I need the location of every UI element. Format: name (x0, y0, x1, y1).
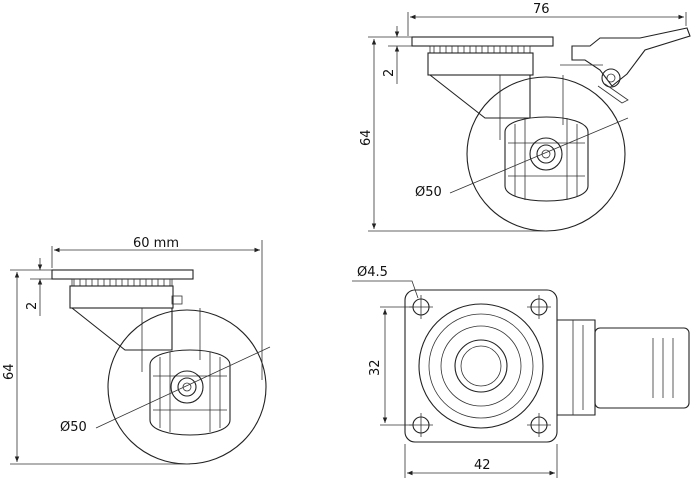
brake-fork-leg (429, 74, 531, 119)
side-axle (177, 377, 197, 397)
side-plate-thickness-label: 2 (25, 302, 40, 310)
brake-wheel (466, 76, 626, 232)
side-axle-outer (170, 370, 204, 404)
top-plate-width-label: 42 (474, 458, 491, 473)
side-width-label: 60 mm (133, 236, 179, 251)
brake-height-label: 64 (359, 129, 374, 146)
brake-lever (571, 27, 691, 87)
side-top-plate (51, 269, 194, 280)
side-wheel-hub (149, 349, 231, 436)
brake-view: Ø50 76 64 2 (359, 2, 691, 232)
top-outer-ring (418, 303, 544, 429)
brake-lever-pivot (601, 68, 621, 88)
brake-axle (536, 144, 556, 164)
side-bearing-balls (71, 278, 173, 287)
top-brake-pedal (594, 327, 690, 409)
brake-bearing-balls (429, 45, 531, 54)
side-hub-spokes (153, 352, 227, 432)
top-mounting-plate (404, 289, 558, 443)
side-height-label: 64 (2, 363, 17, 380)
top-bolt-holes (409, 295, 551, 437)
brake-width-label: 76 (533, 2, 550, 17)
brake-top-plate (411, 36, 554, 47)
top-view: Ø4.5 32 42 (352, 265, 690, 478)
side-view: Ø50 60 mm 64 2 (2, 236, 271, 465)
side-fork-leg (71, 307, 173, 351)
side-swivel-housing (69, 285, 174, 309)
side-wheel (107, 309, 267, 465)
brake-swivel-housing (427, 52, 534, 76)
top-hole-diameter-label: Ø4.5 (357, 265, 388, 280)
brake-wheel-diameter-label: Ø50 (415, 185, 442, 200)
brake-axle-outer (529, 137, 563, 171)
brake-wheel-hub (504, 116, 589, 202)
top-inner-ring (454, 339, 508, 393)
side-wheel-diameter-label: Ø50 (60, 420, 87, 435)
brake-hub-spokes (508, 118, 585, 200)
top-brake-housing (557, 319, 596, 416)
top-hole-spacing-label: 32 (368, 359, 383, 376)
brake-plate-thickness-label: 2 (382, 69, 397, 77)
